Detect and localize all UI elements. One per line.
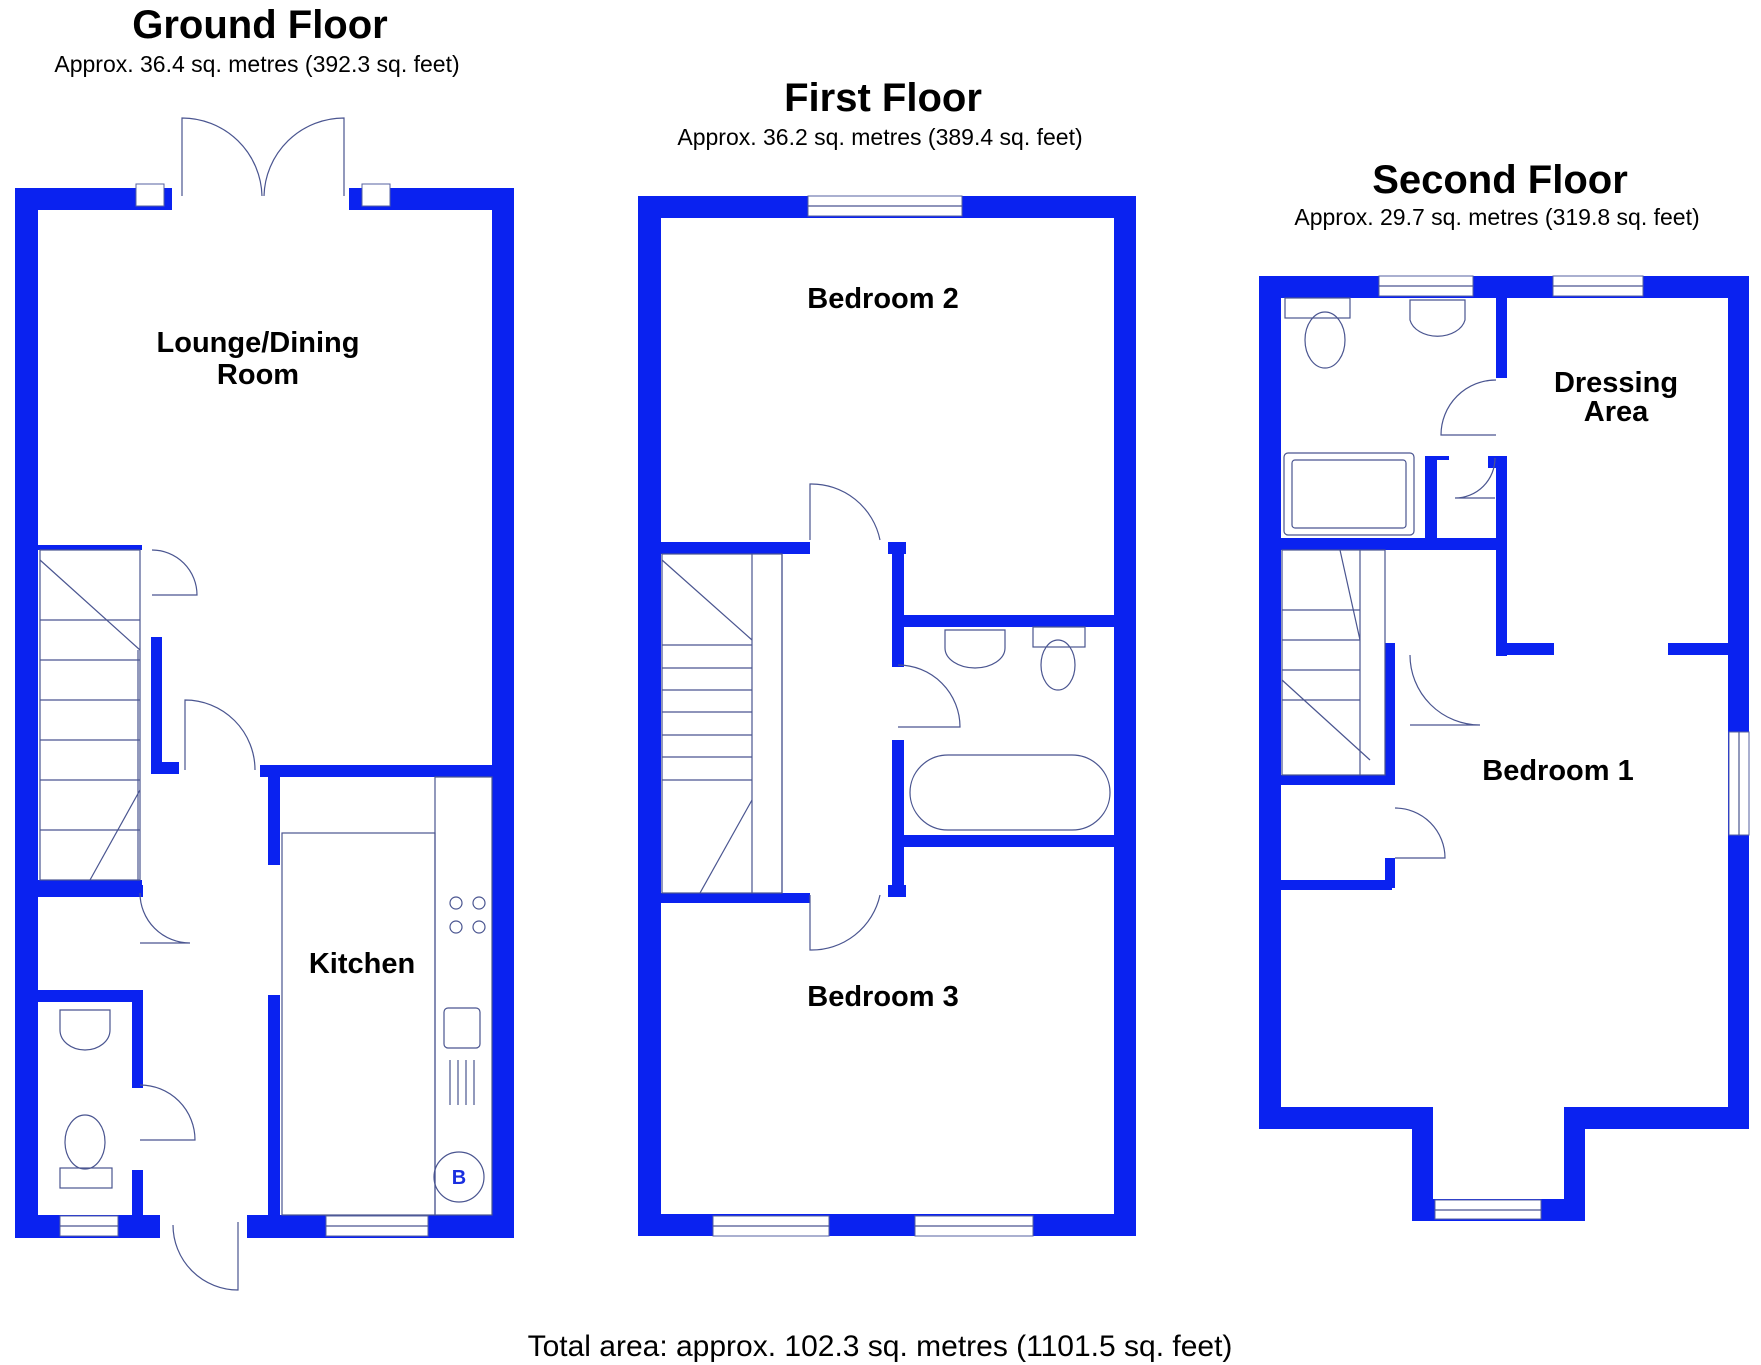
ground-floor-doors — [139, 549, 256, 1291]
ground-floor-french-doors — [181, 117, 345, 197]
second-floor-title: Second Floor — [1372, 158, 1628, 202]
second-floor-outer-walls — [1259, 276, 1749, 1221]
first-floor-bathroom-fittings — [909, 626, 1111, 831]
second-floor-doors — [1394, 379, 1497, 859]
dressing-area-label-line1: Dressing — [1554, 367, 1678, 399]
ground-floor-wc-fittings — [59, 1009, 113, 1189]
second-floor-area: Approx. 29.7 sq. metres (319.8 sq. feet) — [1294, 204, 1699, 230]
kitchen-label: Kitchen — [309, 948, 415, 980]
ground-floor-staircase — [39, 549, 141, 881]
second-floor-interior-walls — [1280, 296, 1730, 890]
first-floor-area: Approx. 36.2 sq. metres (389.4 sq. feet) — [677, 124, 1082, 150]
kitchen-fittings — [281, 776, 493, 1216]
ground-floor-area: Approx. 36.4 sq. metres (392.3 sq. feet) — [54, 51, 459, 77]
first-floor-title: First Floor — [784, 76, 982, 120]
boiler-label: B — [452, 1167, 466, 1189]
bedroom-2-label: Bedroom 2 — [807, 283, 958, 315]
first-floor-plan: First Floor Approx. 36.2 sq. metres (389… — [638, 76, 1136, 1237]
lounge-dining-label-line1: Lounge/Dining — [157, 327, 360, 359]
first-floor-doors — [809, 483, 961, 951]
ground-floor-windows — [59, 183, 429, 1237]
second-floor-ensuite-fittings — [1283, 297, 1466, 536]
second-floor-windows — [1378, 275, 1750, 1220]
second-floor-plan: Second Floor Approx. 29.7 sq. metres (31… — [1259, 158, 1750, 1221]
first-floor-interior-walls — [660, 542, 1114, 903]
second-floor-staircase — [1281, 549, 1386, 776]
dressing-area-label-line2: Area — [1584, 396, 1649, 428]
bedroom-3-label: Bedroom 3 — [807, 981, 958, 1013]
total-area: Total area: approx. 102.3 sq. metres (11… — [528, 1330, 1233, 1363]
first-floor-staircase — [661, 553, 783, 894]
lounge-dining-label-line2: Room — [217, 359, 299, 391]
ground-floor-plan: Ground Floor Approx. 36.4 sq. metres (39… — [15, 3, 514, 1291]
ground-floor-title: Ground Floor — [132, 3, 388, 47]
ground-floor-interior-walls — [37, 545, 500, 1220]
first-floor-windows — [712, 195, 1034, 1237]
bedroom-1-label: Bedroom 1 — [1482, 755, 1633, 787]
first-floor-outer-walls — [638, 196, 1136, 1236]
